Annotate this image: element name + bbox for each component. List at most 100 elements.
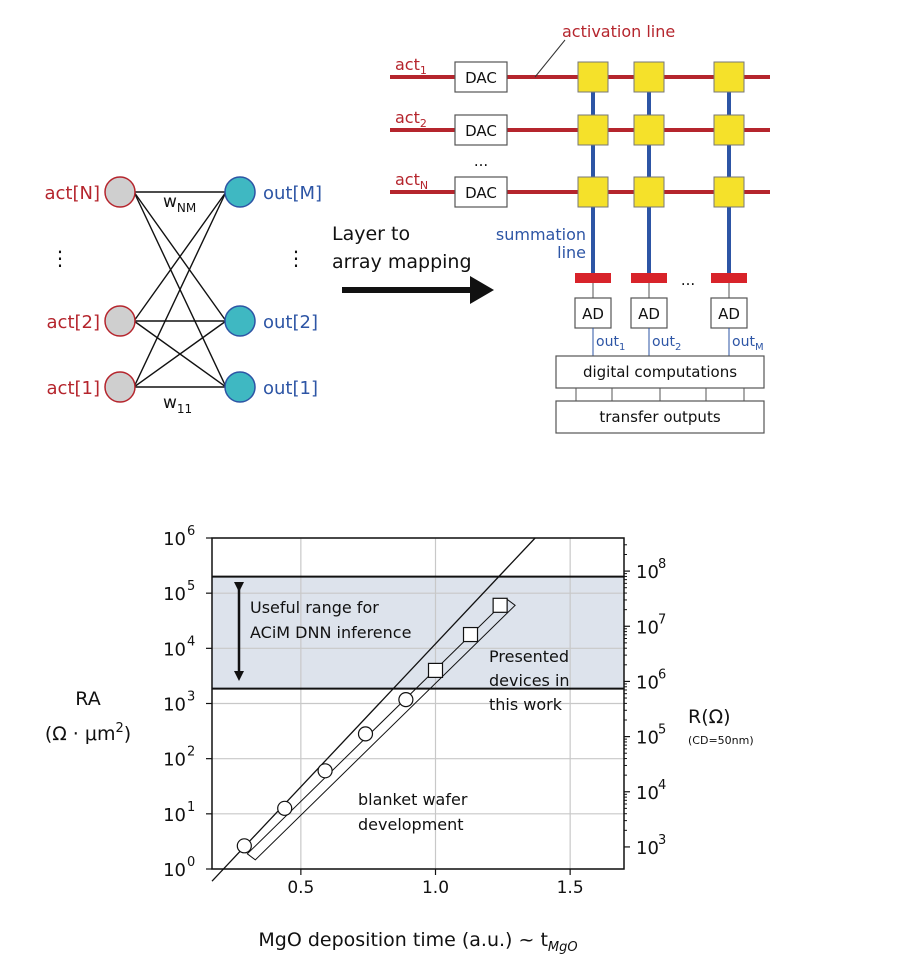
y2-tick-exponent: 3 [658, 833, 666, 848]
out-label-1: out1 [596, 334, 625, 353]
activation-line-label: activation line [562, 22, 675, 41]
presented-text-3: this work [489, 695, 563, 714]
digital-computations-label: digital computations [583, 363, 737, 381]
dac-box-2 [454, 114, 508, 146]
y2-tick-label: 10 [636, 783, 659, 804]
act-label-n: actN [395, 170, 428, 192]
weight-label-bottom: w11 [163, 393, 192, 416]
input-dots: ⋮ [50, 246, 70, 270]
presented-text-1: Presented [489, 647, 569, 666]
y-tick-label: 10 [163, 639, 186, 660]
x-tick-label: 1.0 [422, 878, 449, 898]
device-1-2 [633, 61, 665, 93]
ad-box-1 [574, 297, 612, 329]
y2-tick-label: 10 [636, 562, 659, 583]
input-node-1 [104, 371, 136, 403]
x-axis-title: MgO deposition time (a.u.) ~ tMgO [258, 929, 577, 955]
output-dots: ⋮ [286, 246, 306, 270]
mapping-arrow-group: Layer to array mapping [332, 223, 494, 304]
y-tick-label: 10 [163, 695, 186, 716]
presented-device-point [492, 597, 508, 613]
input-label-n: act[N] [45, 183, 101, 204]
device-n-m [713, 176, 745, 208]
crosspoint-devices [577, 61, 745, 208]
y-tick-label: 10 [163, 584, 186, 605]
blanket-wafer-point [398, 692, 414, 708]
mapping-label-line2: array mapping [332, 251, 472, 273]
device-n-2 [633, 176, 665, 208]
dac-box-1 [454, 61, 508, 93]
act-label-1: act1 [395, 55, 427, 77]
y2-tick-exponent: 4 [658, 778, 666, 793]
sense-bar-m [711, 273, 747, 283]
ad-label-1: AD [582, 305, 604, 323]
blanket-text-2: development [358, 815, 464, 834]
y2-tick-exponent: 6 [658, 667, 666, 682]
y-tick-label: 10 [163, 529, 186, 550]
neural-network: act[N] act[2] act[1] out[M] out[2] out[1… [45, 176, 322, 416]
y-tick-exponent: 3 [187, 690, 195, 705]
input-label-1: act[1] [47, 378, 100, 399]
y2-tick-label: 10 [636, 838, 659, 859]
y2-tick-exponent: 5 [658, 723, 666, 738]
row-dots: ... [474, 152, 488, 170]
summation-line-label-2: line [557, 243, 586, 262]
trend-line [211, 537, 536, 882]
transfer-outputs-box [555, 400, 765, 434]
device-1-1 [577, 61, 609, 93]
y-tick-exponent: 0 [187, 855, 195, 870]
out-label-m: outM [732, 334, 764, 353]
presented-device-point [427, 662, 444, 679]
range-boundary-lines [212, 575, 624, 690]
blanket-wafer-point [357, 726, 374, 742]
blanket-text-1: blanket wafer [358, 790, 468, 809]
input-node-2 [104, 305, 136, 337]
useful-range-text-2: ACiM DNN inference [250, 623, 411, 642]
blanket-wafer-point [317, 763, 333, 779]
sense-bar-2 [631, 273, 667, 283]
chart-series [211, 537, 536, 882]
y2-axis-title-2: (CD=50nm) [688, 734, 754, 747]
device-1-m [713, 61, 745, 93]
useful-range-text-1: Useful range for [250, 598, 379, 617]
device-2-2 [633, 114, 665, 146]
dac-box-n [454, 176, 508, 208]
summation-line-label-1: summation [496, 225, 586, 244]
blanket-wafer-point [277, 800, 293, 816]
transfer-outputs-label: transfer outputs [599, 408, 720, 426]
blanket-wafer-point [236, 838, 252, 854]
crossbar-array: DAC DAC DAC act1 act2 actN ... ... activ… [390, 22, 770, 434]
dac-label-n: DAC [465, 184, 497, 202]
presented-text-2: devices in [489, 671, 570, 690]
y-tick-label: 10 [163, 750, 186, 771]
presented-device-point [462, 626, 479, 643]
output-node-1 [224, 371, 256, 403]
y2-tick-exponent: 8 [658, 557, 666, 572]
weight-label-top: wNM [163, 192, 196, 215]
activation-line-leader [534, 39, 566, 78]
device-n-1 [577, 176, 609, 208]
y2-tick-label: 10 [636, 672, 659, 693]
input-node-n [104, 176, 136, 208]
dac-label-2: DAC [465, 122, 497, 140]
network-edges [133, 191, 227, 388]
useful-range-band [212, 576, 624, 689]
x-tick-label: 0.5 [287, 878, 314, 898]
ad-box-2 [630, 297, 668, 329]
y-tick-exponent: 5 [187, 579, 195, 594]
input-label-2: act[2] [47, 312, 100, 333]
y-tick-exponent: 4 [187, 634, 195, 649]
y2-tick-exponent: 7 [658, 612, 666, 627]
y-tick-exponent: 2 [187, 745, 195, 760]
offset-band-outline [246, 598, 516, 861]
y-tick-label: 10 [163, 805, 186, 826]
output-node-m [224, 176, 256, 208]
mapping-label-line1: Layer to [332, 223, 410, 245]
device-2-m [713, 114, 745, 146]
y2-tick-label: 10 [636, 617, 659, 638]
x-tick-label: 1.5 [557, 878, 584, 898]
y-axis-title-1: RA [75, 688, 100, 710]
